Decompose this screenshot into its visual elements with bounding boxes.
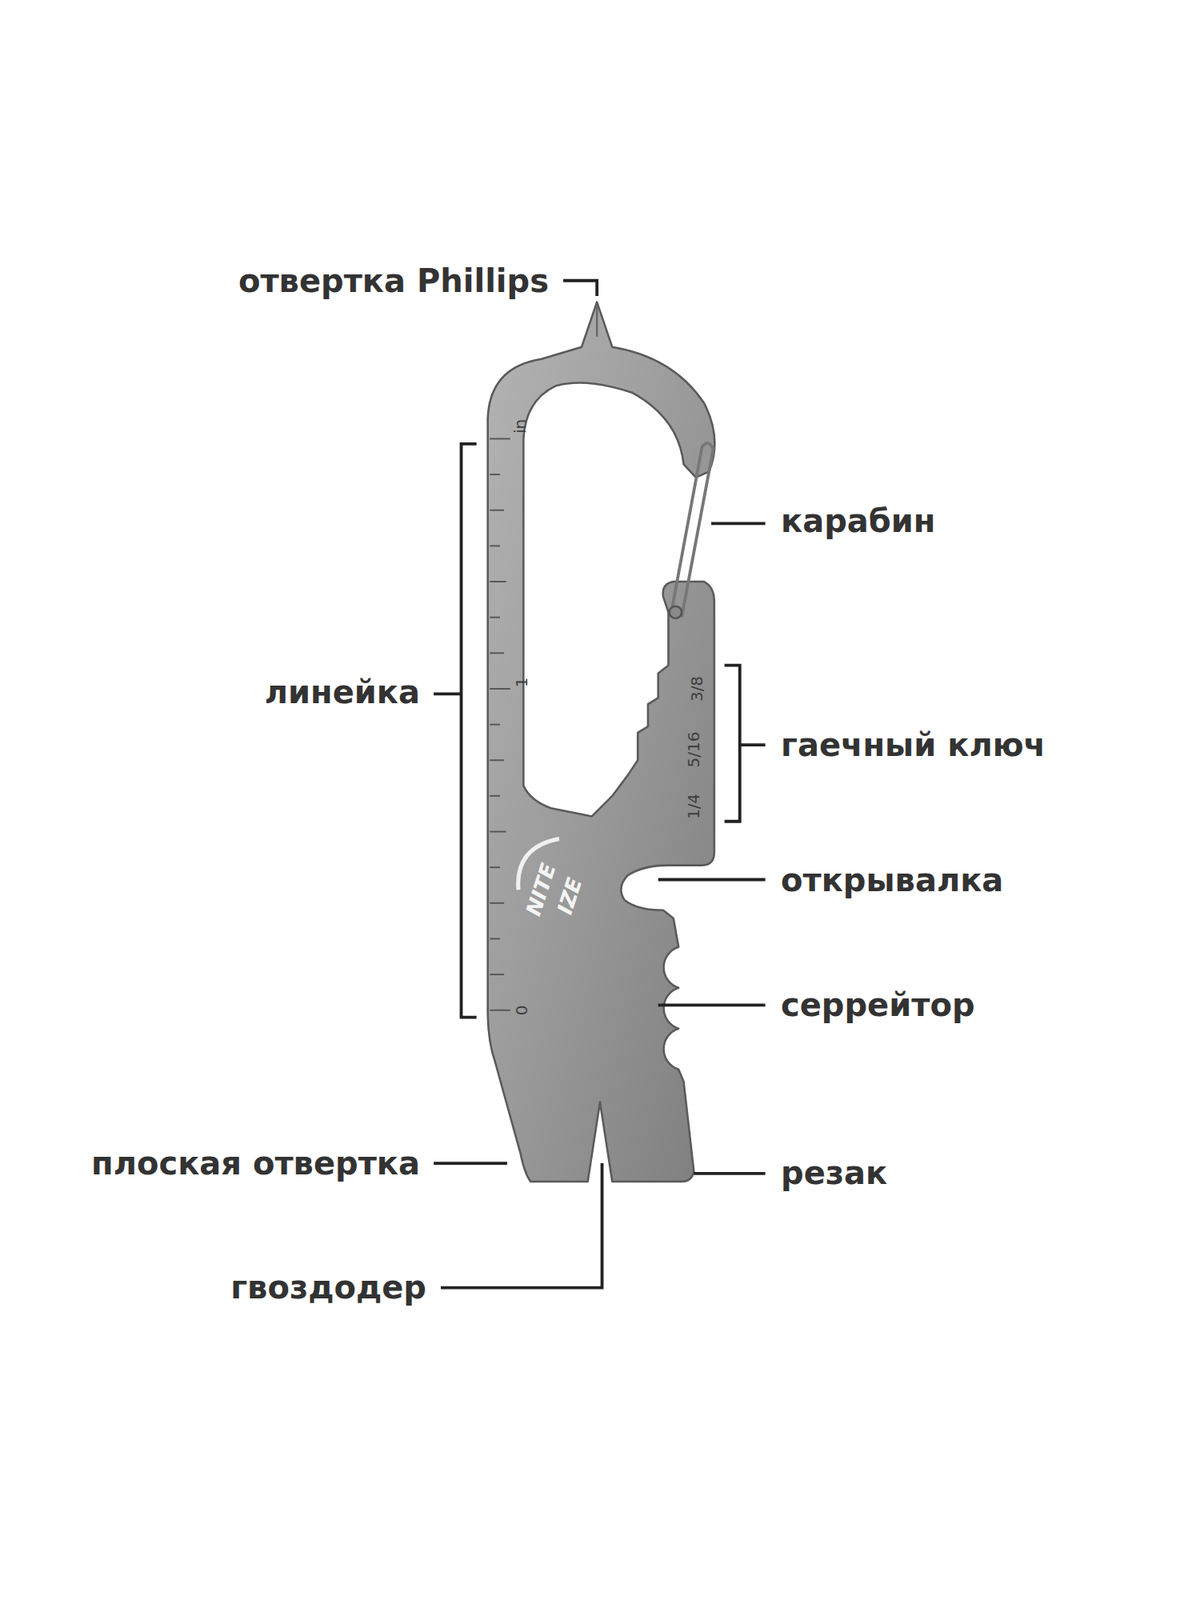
tool-body xyxy=(488,302,716,1182)
gate-rivet xyxy=(669,606,682,619)
leader-lines xyxy=(433,280,766,1288)
phillips-slot xyxy=(596,306,599,337)
ruler-ticks xyxy=(489,438,511,1010)
wrench-size: 1/4 xyxy=(684,793,703,820)
tool-label: гаечный ключ xyxy=(780,725,1046,764)
tool-label: серрейтор xyxy=(780,985,976,1024)
ruler-number: 1 xyxy=(512,677,531,688)
ruler-number: 0 xyxy=(512,1005,531,1016)
gate-wire xyxy=(670,443,714,618)
tool-label: линейка xyxy=(264,672,420,712)
tool-label: гвоздодер xyxy=(230,1268,427,1307)
tool-label: резак xyxy=(780,1153,888,1192)
tool-label: открывалка xyxy=(780,860,1004,900)
ruler-unit: in xyxy=(511,419,529,434)
tool-label: плоская отвертка xyxy=(91,1144,420,1183)
tool-label: отвертка Phillips xyxy=(238,261,549,300)
wrench-size: 3/8 xyxy=(688,676,706,702)
wrench-size: 5/16 xyxy=(684,732,703,768)
tool-label: карабин xyxy=(780,501,936,540)
